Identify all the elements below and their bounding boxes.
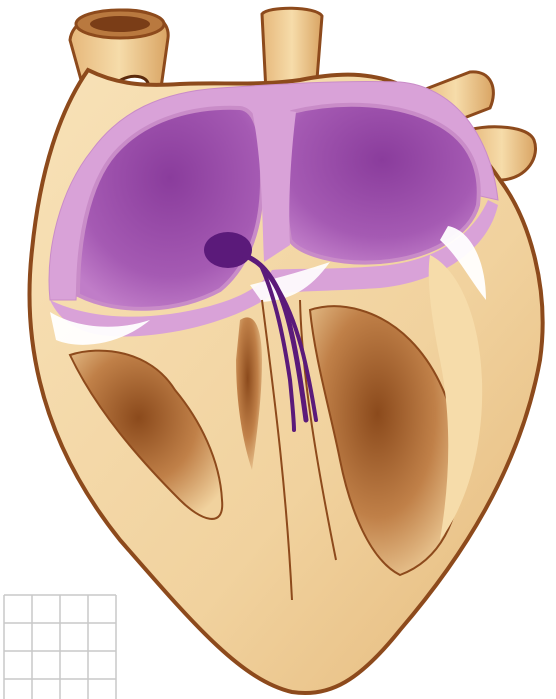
conduction-node-icon (204, 232, 252, 268)
grid-icon (4, 595, 116, 699)
